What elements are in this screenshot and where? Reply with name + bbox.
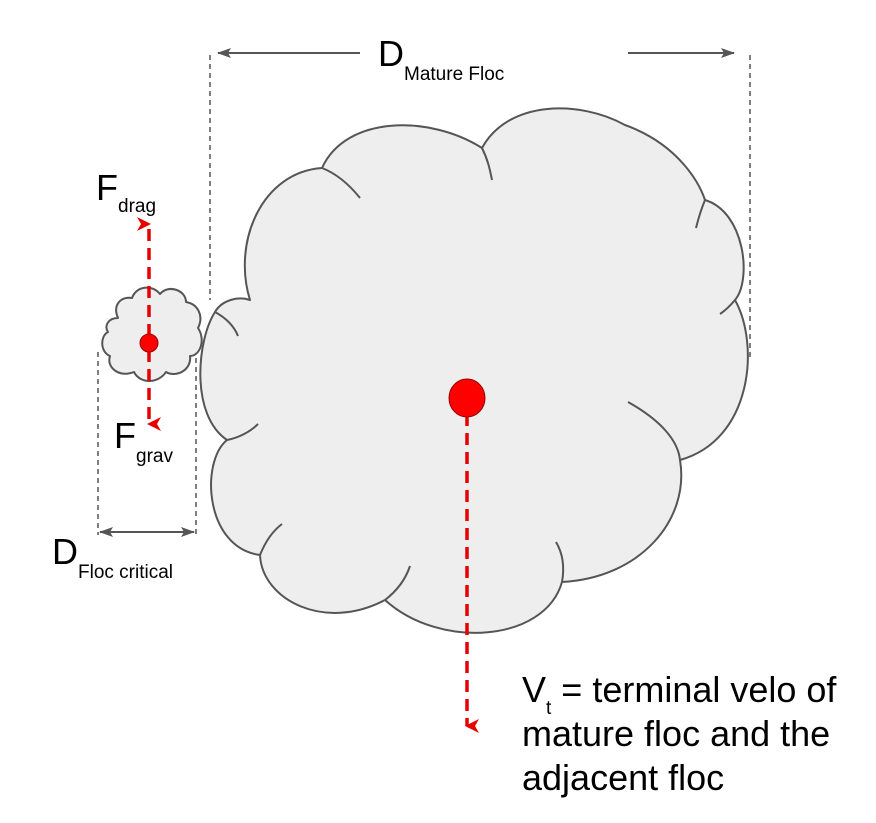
mature-floc-lobe <box>384 565 411 601</box>
mature-floc-lobe <box>695 199 706 229</box>
terminal-velocity-line-1: Vt = terminal velo of <box>522 669 837 719</box>
critical-floc-diameter-label: DFloc critical <box>52 531 173 583</box>
mature-floc-center-dot <box>448 378 486 418</box>
mature-floc <box>199 107 749 634</box>
mature-floc-cloud <box>199 107 749 634</box>
mature-floc-lobe <box>226 423 259 441</box>
critical-floc-forces: Fdrag Fgrav <box>96 167 173 467</box>
critical-floc-dimension: DFloc critical <box>52 352 197 583</box>
drag-force-label: Fdrag <box>96 167 156 217</box>
gravity-force-label: Fgrav <box>114 415 173 467</box>
mature-floc-lobe <box>719 299 736 315</box>
mature-floc-dimension: DMature Floc <box>209 33 751 358</box>
terminal-velocity-line-2: mature floc and the <box>522 713 830 754</box>
mature-floc-lobe <box>627 401 681 461</box>
mature-floc-lobe <box>481 147 493 181</box>
mature-floc-lobe <box>555 541 565 583</box>
terminal-velocity: Vt = terminal velo of mature floc and th… <box>448 378 837 798</box>
mature-floc-diameter-label: DMature Floc <box>378 33 504 85</box>
terminal-velocity-line-3: adjacent floc <box>522 757 724 798</box>
mature-floc-lobe <box>214 311 239 337</box>
mature-floc-lobe <box>259 523 283 556</box>
mature-floc-lobe <box>321 167 361 199</box>
critical-floc-center-dot <box>139 333 159 353</box>
